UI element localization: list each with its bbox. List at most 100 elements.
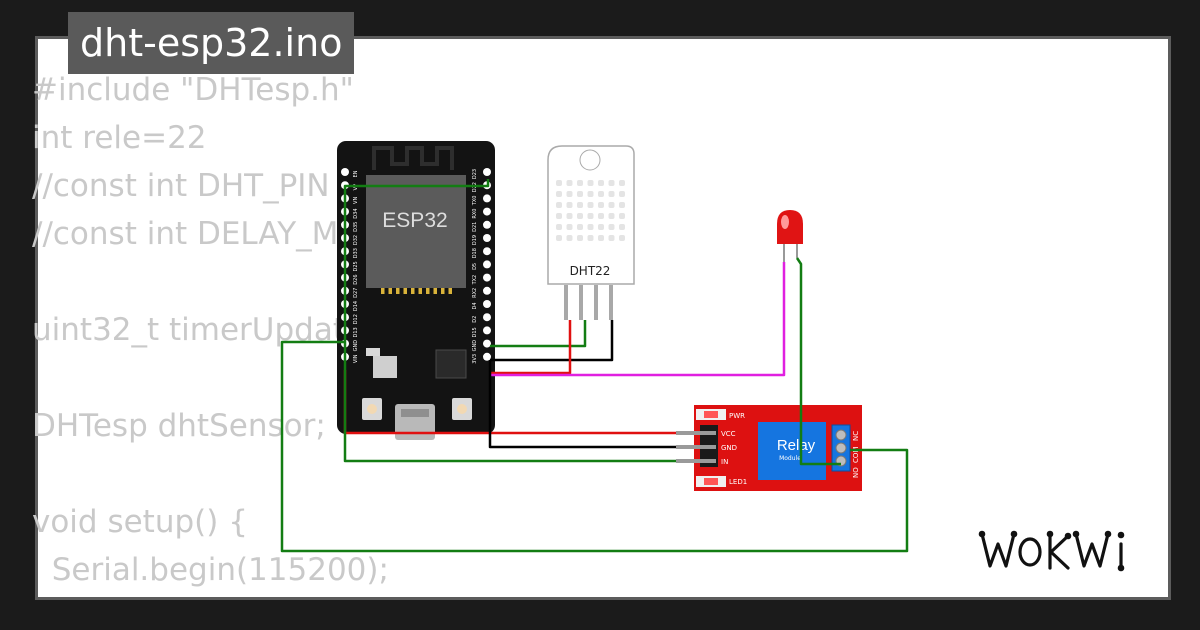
- vent-cell: [598, 235, 604, 241]
- esp32-pin-d4[interactable]: [483, 300, 491, 308]
- esp32-pin-gnd[interactable]: [483, 339, 491, 348]
- esp32-pin-label: VIN: [353, 354, 359, 363]
- relay-sublabel: Module: [779, 455, 801, 462]
- module-pad: [381, 288, 385, 294]
- esp32-pin-d23[interactable]: [483, 168, 491, 176]
- esp32-pin-label: D19: [472, 235, 478, 245]
- wire-gnd-relay-gnd[interactable]: [488, 360, 676, 449]
- module-pad: [433, 288, 437, 294]
- red-led[interactable]: [777, 210, 803, 262]
- vent-cell: [608, 213, 615, 219]
- vent-cell: [566, 213, 573, 219]
- vent-cell: [619, 235, 625, 241]
- relay-label: Relay: [777, 437, 816, 454]
- esp32-pin-label: D33: [353, 248, 359, 258]
- vent-cell: [598, 224, 604, 230]
- esp32-pin-label: D18: [472, 248, 478, 258]
- esp32-pin-d18[interactable]: [483, 247, 491, 256]
- esp32-pin-3v3[interactable]: [483, 352, 491, 361]
- esp32-pin-rx0[interactable]: [483, 207, 491, 216]
- led-highlight: [781, 215, 789, 229]
- esp32-pin-label: D4: [472, 302, 478, 309]
- vent-cell: [608, 180, 615, 186]
- terminal-nc[interactable]: [835, 429, 847, 441]
- vent-cell: [566, 180, 573, 186]
- esp32-pin-tx2[interactable]: [483, 273, 491, 282]
- vent-cell: [608, 202, 615, 208]
- pwr-led-chip: [704, 411, 718, 418]
- esp32-pin-label: D2: [472, 316, 478, 323]
- relay-module[interactable]: PWR LED1 VCC GND IN Relay Module NO COM …: [676, 405, 862, 491]
- vent-cell: [577, 235, 583, 241]
- vent-cell: [566, 191, 573, 197]
- regulator-tab: [366, 348, 380, 356]
- wire-d13-relay-nc[interactable]: [280, 340, 909, 553]
- esp32-pin-label: 3V3: [472, 354, 478, 364]
- vent-cell: [619, 213, 625, 219]
- terminal-com[interactable]: [835, 442, 847, 454]
- vent-cell: [556, 202, 562, 208]
- esp32-shield: [366, 175, 466, 288]
- wire-gnd-dht-gnd[interactable]: [490, 320, 614, 362]
- code-preview: #include "DHTesp.h" int rele=22 //const …: [32, 66, 493, 594]
- vent-cell: [608, 224, 615, 230]
- esp32-pin-label: D27: [353, 288, 359, 298]
- esp32-pin-tx0[interactable]: [483, 194, 491, 203]
- dht22-mount-hole: [579, 149, 601, 171]
- esp32-pin-label: D32: [353, 235, 359, 245]
- code-line: Serial.begin(115200);: [32, 552, 389, 588]
- vent-cell: [608, 235, 615, 241]
- relay-cube: [758, 422, 826, 480]
- usb-port-slot: [401, 409, 429, 417]
- vent-cell: [577, 180, 583, 186]
- vent-cell: [556, 224, 562, 230]
- esp32-pin-d15[interactable]: [483, 326, 491, 335]
- esp32-pin-label: D15: [472, 327, 478, 337]
- esp32-pin-label: VN: [353, 197, 359, 204]
- vent-cell: [556, 235, 562, 241]
- wire-led-relay-com[interactable]: [795, 257, 841, 466]
- esp32-pin-label: D14: [353, 301, 359, 311]
- esp32-pin-label: EN: [353, 170, 359, 177]
- module-pad: [418, 288, 422, 294]
- esp32-pin-d19[interactable]: [483, 234, 491, 242]
- wire-3v3-dht-vcc[interactable]: [490, 320, 572, 375]
- esp32-pin-d21[interactable]: [483, 220, 491, 229]
- code-line: void setup() {: [32, 504, 248, 540]
- antenna-trace: [372, 146, 454, 170]
- vent-cell: [587, 224, 594, 230]
- wire-d22-relay-in[interactable]: [343, 184, 676, 463]
- vent-cell: [619, 191, 625, 197]
- vent-cell: [566, 202, 573, 208]
- esp32-pin-en[interactable]: [341, 168, 349, 176]
- esp32-pin-label: D21: [472, 222, 478, 232]
- esp32-pin-d5[interactable]: [483, 260, 491, 269]
- wire-3v3-led[interactable]: [490, 262, 786, 377]
- module-pad: [441, 288, 445, 294]
- module-pad: [403, 288, 407, 294]
- vent-cell: [608, 191, 615, 197]
- terminal-com-label: COM: [852, 447, 860, 463]
- en-button-cap: [367, 404, 377, 414]
- dht22-label: DHT22: [570, 264, 611, 278]
- vent-cell: [619, 224, 625, 230]
- vent-cell: [556, 180, 562, 186]
- module-pad: [426, 288, 430, 294]
- esp32-pin-d2[interactable]: [483, 313, 491, 322]
- vent-cell: [577, 191, 583, 197]
- vent-cell: [556, 191, 562, 197]
- vent-cell: [577, 213, 583, 219]
- esp32-pin-rx2[interactable]: [483, 286, 491, 295]
- esp32-pin-label: D26: [353, 274, 359, 284]
- esp32-pin-label: D12: [353, 314, 359, 324]
- boot-button-cap: [457, 404, 467, 414]
- module-pad: [396, 288, 400, 294]
- dht22-sensor[interactable]: DHT22: [547, 145, 635, 320]
- voltage-regulator: [373, 356, 397, 378]
- terminal-nc-label: NC: [852, 431, 860, 441]
- vent-cell: [577, 202, 583, 208]
- code-line: int rele=22: [32, 120, 207, 156]
- wire-d15-dht-sda[interactable]: [490, 320, 587, 348]
- vent-cell: [587, 202, 594, 208]
